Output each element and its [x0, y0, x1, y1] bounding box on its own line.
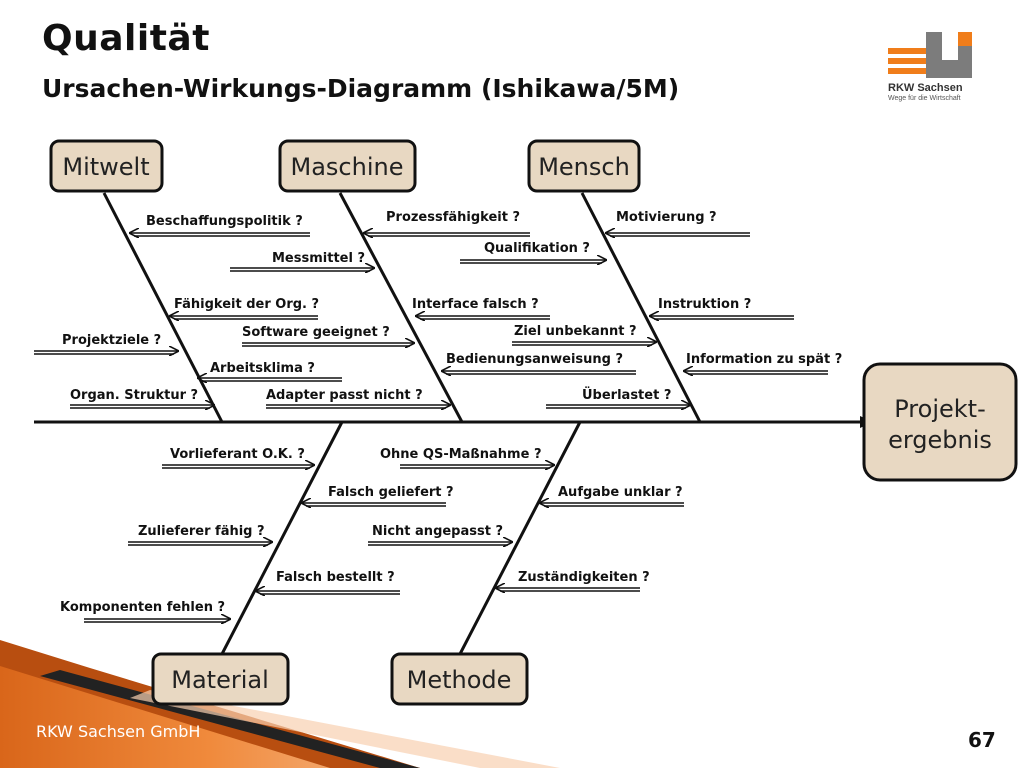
- cause-arrow: [684, 371, 828, 374]
- cause-arrow: [70, 405, 214, 408]
- cause-label: Bedienungsanweisung ?: [446, 352, 623, 367]
- cause-labels: Beschaffungspolitik ? Messmittel ? Fähig…: [60, 210, 842, 615]
- category-mitwelt: Mitwelt: [49, 139, 164, 193]
- category-material-label: Material: [171, 666, 269, 694]
- cause-arrow: [546, 405, 690, 408]
- cause-arrow: [368, 542, 512, 545]
- footer-company: RKW Sachsen GmbH: [36, 722, 201, 741]
- effect-line2: ergebnis: [888, 426, 992, 454]
- bone-material: [220, 421, 344, 655]
- cause-label: Organ. Struktur ?: [70, 388, 198, 403]
- logo-tagline: Wege für die Wirtschaft: [888, 95, 961, 102]
- category-maschine: Maschine: [278, 139, 417, 193]
- cause-arrow: [540, 503, 684, 506]
- cause-arrow: [460, 260, 606, 263]
- cause-arrow: [130, 233, 310, 236]
- category-methode-label: Methode: [407, 666, 512, 694]
- cause-label: Messmittel ?: [272, 251, 365, 266]
- cause-arrow: [230, 268, 374, 271]
- cause-label: Überlastet ?: [582, 387, 671, 403]
- bone-maschine: [338, 192, 464, 423]
- cause-label: Prozessfähigkeit ?: [386, 210, 520, 225]
- cause-label: Projektziele ?: [62, 333, 161, 348]
- cause-arrow: [302, 503, 446, 506]
- cause-label: Motivierung ?: [616, 210, 717, 225]
- cause-label: Interface falsch ?: [412, 297, 539, 312]
- cause-label: Information zu spät ?: [686, 352, 842, 367]
- cause-arrow: [242, 343, 414, 346]
- slide-subtitle: Ursachen-Wirkungs-Diagramm (Ishikawa/5M): [42, 74, 680, 103]
- bone-methode: [458, 421, 582, 655]
- cause-arrow: [84, 619, 230, 622]
- slide-title: Qualität: [42, 18, 210, 59]
- category-mensch-label: Mensch: [538, 153, 630, 181]
- cause-arrows: [34, 233, 828, 622]
- effect-line1: Projekt-: [894, 395, 985, 423]
- cause-label: Nicht angepasst ?: [372, 524, 503, 539]
- cause-arrow: [198, 378, 342, 381]
- cause-label: Fähigkeit der Org. ?: [174, 297, 319, 312]
- cause-label: Vorlieferant O.K. ?: [170, 447, 305, 462]
- cause-arrow: [162, 465, 314, 468]
- cause-arrow: [266, 405, 450, 408]
- cause-label: Aufgabe unklar ?: [558, 485, 683, 500]
- cause-label: Adapter passt nicht ?: [266, 388, 423, 403]
- cause-label: Falsch geliefert ?: [328, 485, 454, 500]
- bone-mitwelt: [102, 192, 224, 423]
- cause-arrow: [400, 465, 554, 468]
- cause-arrow: [256, 591, 400, 594]
- category-mensch: Mensch: [527, 139, 641, 193]
- cause-label: Zuständigkeiten ?: [518, 570, 650, 585]
- category-maschine-label: Maschine: [291, 153, 404, 181]
- page-number: 67: [968, 728, 996, 752]
- cause-label: Zulieferer fähig ?: [138, 524, 265, 539]
- cause-arrow: [496, 588, 640, 591]
- cause-label: Komponenten fehlen ?: [60, 600, 225, 615]
- cause-label: Ohne QS-Maßnahme ?: [380, 447, 541, 462]
- cause-label: Arbeitsklima ?: [210, 361, 315, 376]
- cause-arrow: [34, 351, 178, 354]
- effect-box: Projekt- ergebnis: [862, 362, 1018, 482]
- cause-label: Software geeignet ?: [242, 325, 390, 340]
- cause-arrow: [512, 342, 656, 345]
- cause-label: Instruktion ?: [658, 297, 751, 312]
- category-methode: Methode: [390, 652, 529, 706]
- cause-arrow: [606, 233, 750, 236]
- cause-arrow: [170, 316, 318, 319]
- cause-label: Falsch bestellt ?: [276, 570, 395, 585]
- logo-name: RKW Sachsen: [888, 82, 963, 94]
- cause-label: Beschaffungspolitik ?: [146, 214, 303, 229]
- cause-arrow: [416, 316, 550, 319]
- cause-label: Ziel unbekannt ?: [514, 324, 637, 339]
- cause-arrow: [364, 233, 530, 236]
- rkw-logo: [888, 32, 972, 78]
- cause-arrow: [442, 371, 636, 374]
- bone-mensch: [580, 192, 702, 423]
- category-material: Material: [151, 652, 290, 706]
- category-mitwelt-label: Mitwelt: [62, 153, 149, 181]
- cause-label: Qualifikation ?: [484, 241, 590, 256]
- cause-arrow: [128, 542, 272, 545]
- cause-arrow: [650, 316, 794, 319]
